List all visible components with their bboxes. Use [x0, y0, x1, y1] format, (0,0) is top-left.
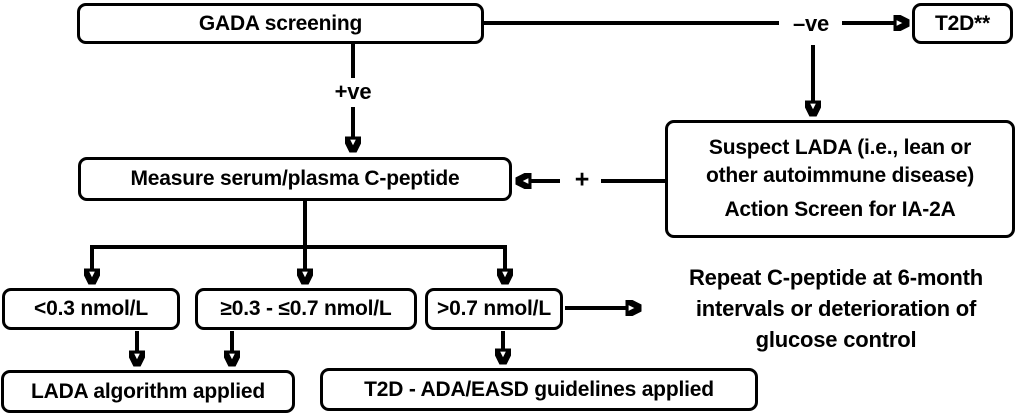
edge-label-positive: +ve — [331, 79, 375, 105]
suspect-lada-action: Action Screen for IA-2A — [724, 198, 956, 221]
repeat-note-line2: intervals or deterioration of — [695, 296, 977, 321]
node-gada-screening: GADA screening — [77, 3, 484, 44]
node-lada-algorithm-applied: LADA algorithm applied — [1, 370, 295, 413]
node-cpeptide-high: >0.7 nmol/L — [425, 288, 563, 330]
node-measure-c-peptide: Measure serum/plasma C-peptide — [78, 157, 512, 201]
repeat-note-line3: glucose control — [755, 327, 917, 352]
node-cpeptide-low: <0.3 nmol/L — [2, 288, 180, 330]
suspect-lada-line1: Suspect LADA (i.e., lean or — [708, 136, 972, 159]
node-cpeptide-mid: ≥0.3 - ≤0.7 nmol/L — [195, 288, 417, 330]
suspect-lada-line2: other autoimmune disease) — [705, 164, 975, 187]
edge-label-negative: –ve — [789, 11, 833, 37]
repeat-c-peptide-note: Repeat C-peptide at 6-month intervals or… — [656, 262, 1016, 355]
repeat-note-line1: Repeat C-peptide at 6-month — [688, 265, 984, 290]
node-t2d-guidelines-applied: T2D - ADA/EASD guidelines applied — [320, 368, 758, 411]
edge-label-plus: + — [571, 165, 593, 195]
node-t2d: T2D** — [912, 3, 1013, 44]
node-suspect-lada: Suspect LADA (i.e., lean or other autoim… — [665, 120, 1015, 238]
suspect-lada-text: Suspect LADA (i.e., lean or other autoim… — [706, 134, 974, 190]
